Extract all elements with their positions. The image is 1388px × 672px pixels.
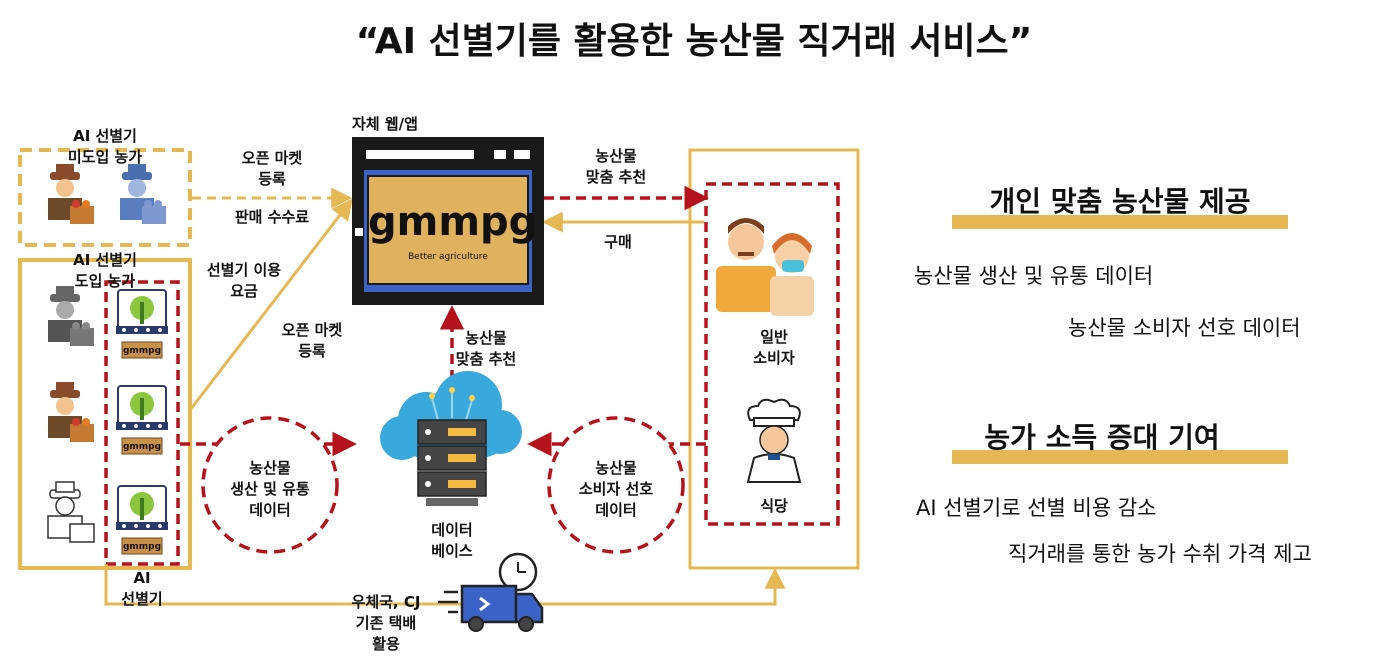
benefit-point: 농산물 소비자 선호 데이터 (1068, 316, 1301, 340)
production-data-circle (201, 416, 339, 554)
sales-fee-label: 판매 수수료 (234, 208, 310, 226)
sorter-machine-icon (116, 485, 168, 555)
preference-data-circle (547, 416, 685, 554)
app-slogan: Better agriculture (408, 252, 488, 262)
sorter-logo: gmmpg (122, 542, 162, 552)
consumer-inner-box (704, 182, 840, 526)
sorter-machine-icon (116, 385, 168, 455)
sorter-logo: gmmpg (122, 346, 162, 356)
crop-recommend-center-label: 농산물 맞춤 추천 (455, 329, 517, 368)
app-logo: gmmpg (368, 199, 538, 245)
benefit-heading: 농가 소득 증대 기여 (984, 421, 1220, 454)
general-consumer-label: 일반 소비자 (753, 328, 795, 367)
farmer-icon (48, 286, 94, 346)
farmer-icon (47, 481, 95, 543)
restaurant-label: 식당 (760, 497, 788, 515)
page-title: “AI 선별기를 활용한 농산물 직거래 서비스” (355, 21, 1033, 62)
delivery-label: 우체국, CJ 기존 택배 활용 (351, 593, 421, 653)
benefit-heading: 개인 맞춤 농산물 제공 (989, 185, 1251, 218)
adopting-farm-label: AI 선별기 도입 농가 (73, 251, 137, 290)
cloud-server-icon (380, 371, 522, 506)
chef-icon (746, 398, 802, 483)
open-market-register-mid-label: 오픈 마켓 등록 (281, 321, 343, 360)
delivery-path (104, 564, 786, 606)
sorter-logo: gmmpg (122, 442, 162, 452)
farmer-icon (48, 164, 94, 224)
heading-underline (952, 215, 1288, 229)
database-label: 데이터 베이스 (431, 521, 473, 560)
sorter-column-box (104, 280, 180, 566)
benefit-point: 농산물 생산 및 유통 데이터 (914, 264, 1154, 288)
sorter-label: AI 선별기 (121, 569, 163, 608)
purchase-label: 구매 (604, 233, 632, 251)
delivery-truck-icon (438, 552, 544, 632)
arrow-adopting-to-app (188, 198, 353, 411)
app-label: 자체 웹/앱 (352, 115, 418, 133)
non-adopting-farm-box (18, 148, 192, 247)
sorter-machine-icon (116, 289, 168, 359)
preference-data-label: 농산물 소비자 선호 데이터 (578, 459, 654, 519)
non-adopting-farm-label: AI 선별기 미도입 농가 (67, 127, 143, 166)
benefit-point: 직거래를 통한 농가 수취 가격 제고 (1008, 542, 1312, 566)
benefit-point: AI 선별기로 선별 비용 감소 (916, 496, 1157, 520)
farmer-icon (120, 164, 166, 224)
consumer-couple-icon (716, 218, 814, 316)
open-market-register-top-label: 오픈 마켓 등록 (241, 149, 303, 188)
production-data-label: 농산물 생산 및 유통 데이터 (230, 459, 310, 519)
browser-window-icon (352, 137, 544, 305)
crop-recommend-right-label: 농산물 맞춤 추천 (585, 147, 647, 186)
farmer-icon (48, 382, 94, 442)
heading-underline (952, 450, 1288, 464)
sorter-usage-fee-label: 선별기 이용 요금 (206, 261, 282, 300)
